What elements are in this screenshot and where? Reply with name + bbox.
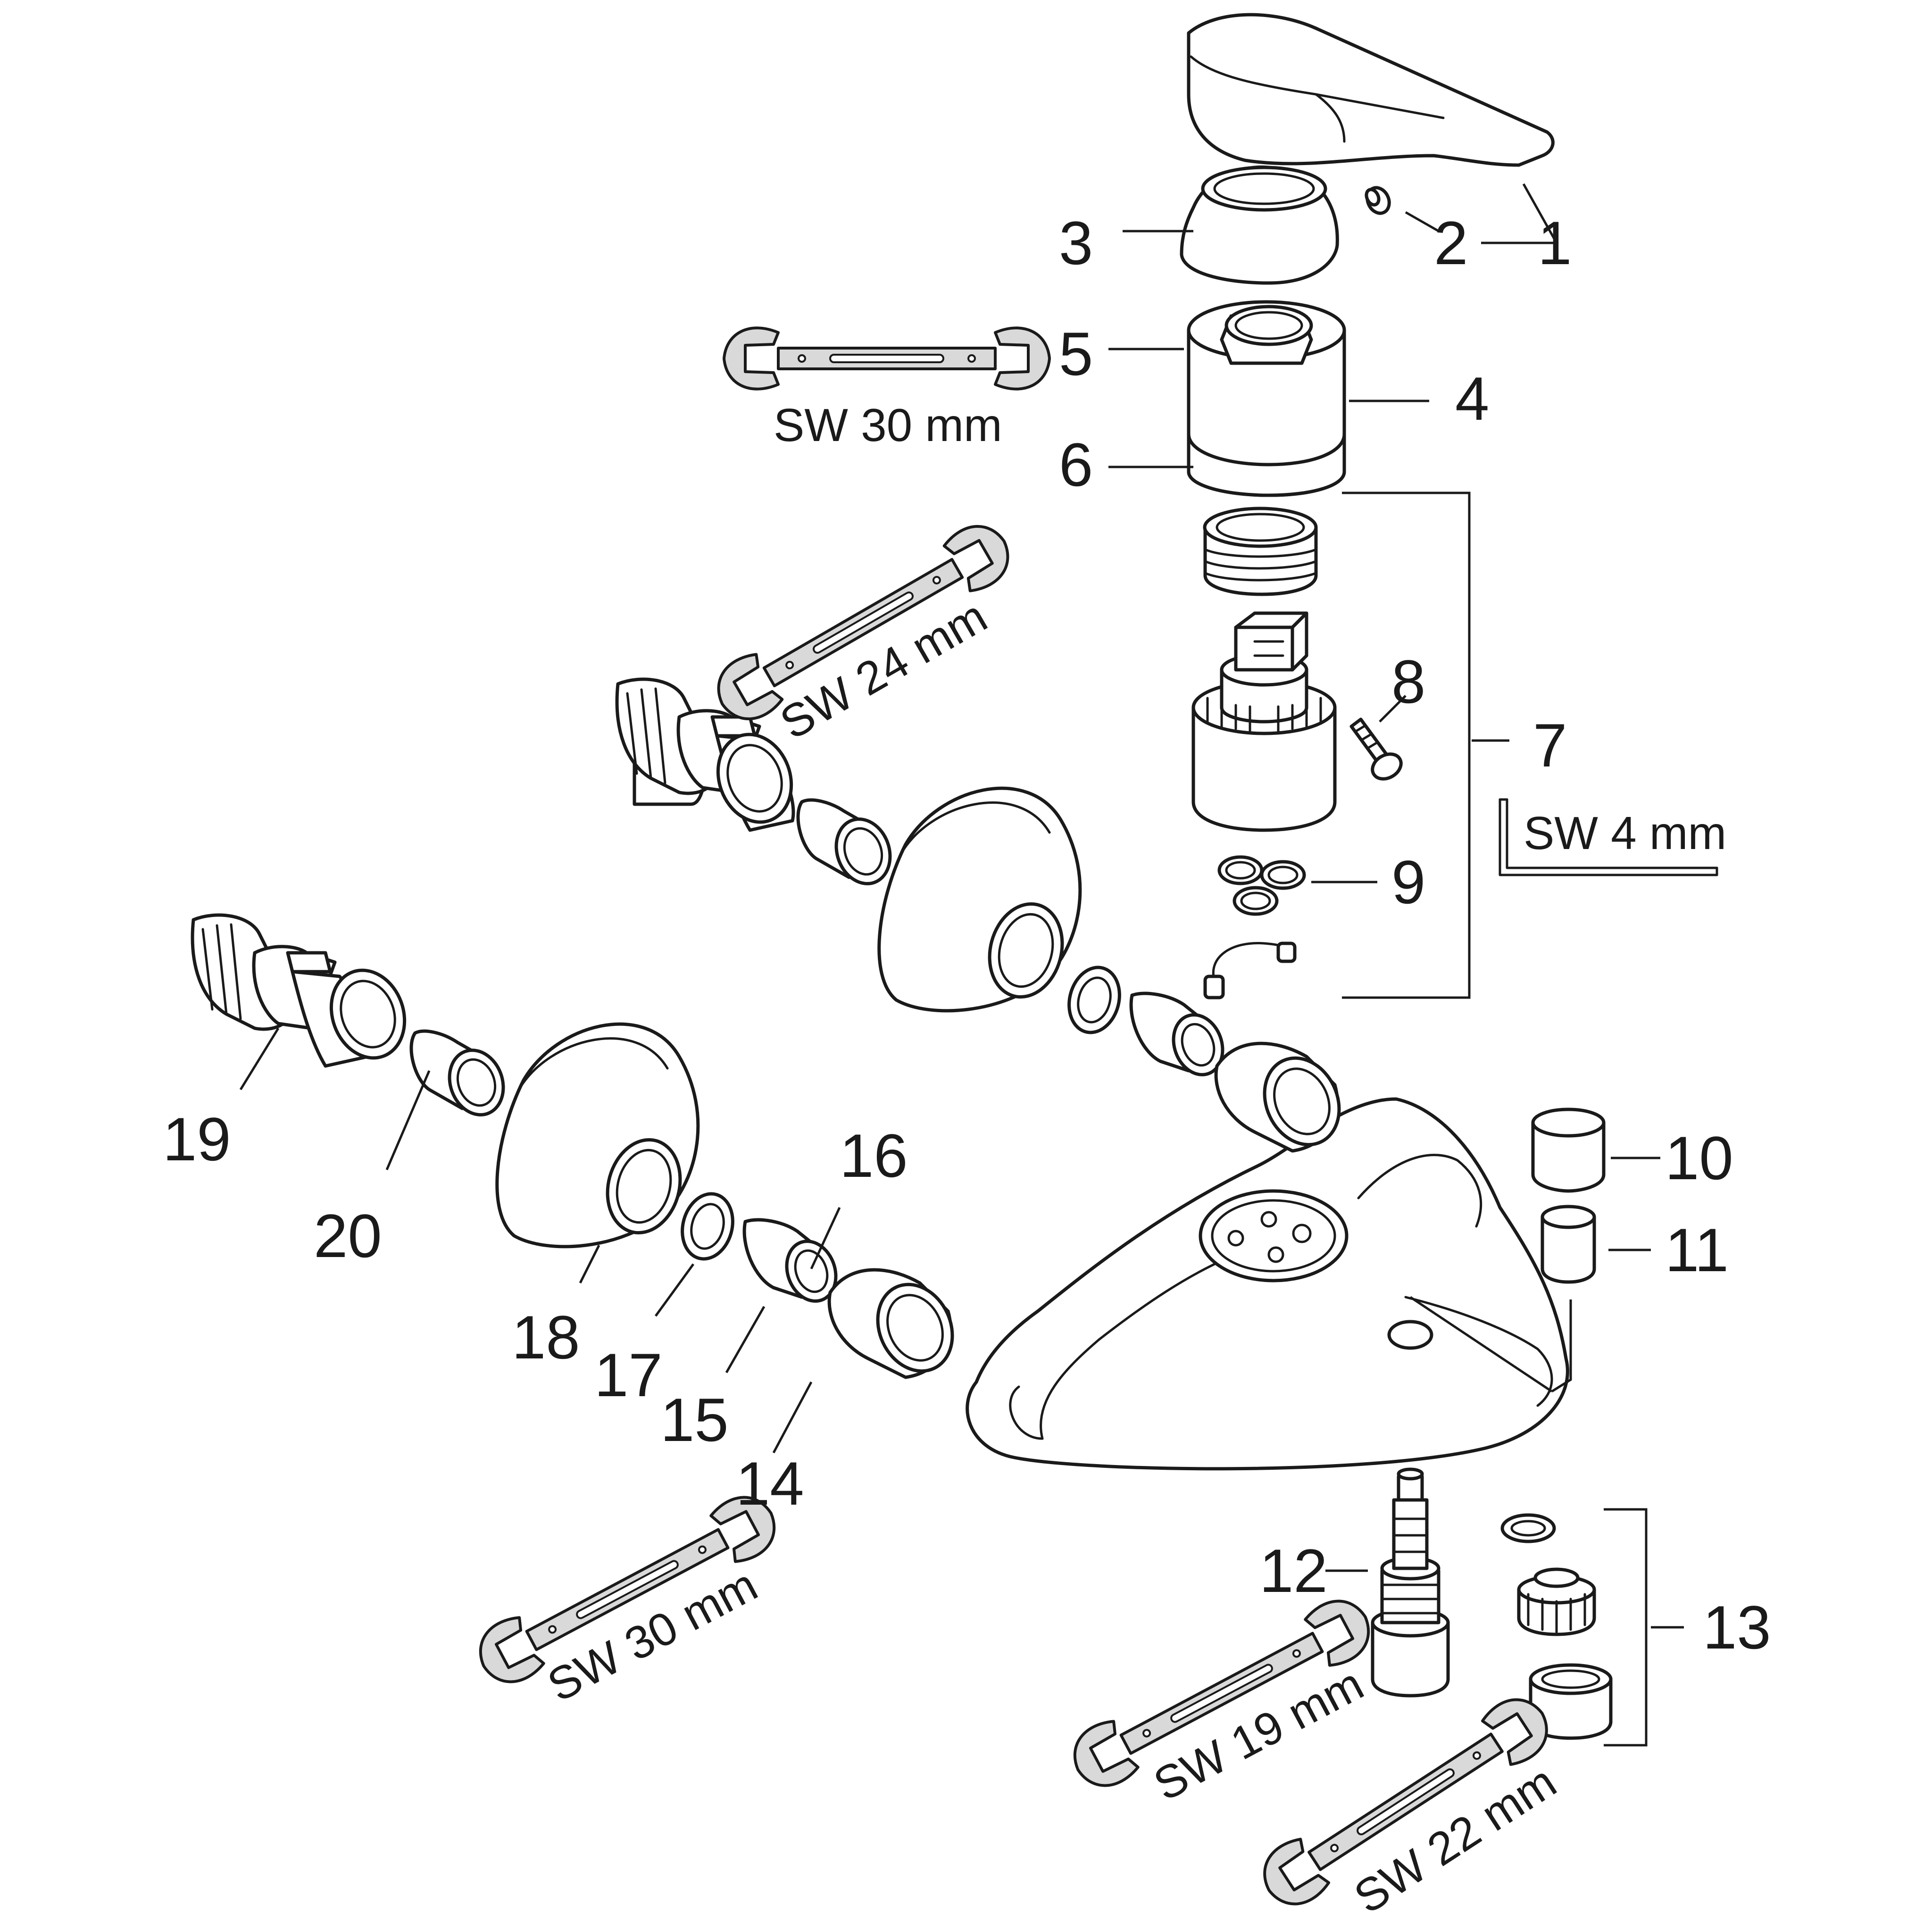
- grub-screw: [1365, 186, 1391, 215]
- mixing-cartridge: [1191, 611, 1337, 832]
- leader-8: [1379, 695, 1407, 723]
- leader-19: [239, 1027, 280, 1091]
- union-nut-right: [1214, 1041, 1341, 1153]
- open-end-wrench-icon: [724, 328, 1049, 389]
- aerator-set: [1500, 1513, 1613, 1740]
- cover-cap: [1180, 165, 1339, 285]
- mixer-body: [966, 1097, 1572, 1471]
- callout-10: 10: [1665, 1124, 1733, 1192]
- check-valve-right: [1129, 991, 1224, 1076]
- eccentric-connector-left: [191, 913, 407, 1068]
- fixing-screw: [1349, 717, 1403, 781]
- leader-18: [579, 1244, 600, 1284]
- callout-7: 7: [1533, 711, 1567, 780]
- callout-4: 4: [1455, 364, 1489, 433]
- union-nut-left: [827, 1268, 954, 1379]
- washer-right: [1067, 966, 1121, 1034]
- callout-18: 18: [512, 1303, 580, 1372]
- leader-17: [654, 1263, 695, 1317]
- callout-6: 6: [1059, 430, 1093, 499]
- leader-20: [385, 1070, 431, 1170]
- callout-11: 11: [1665, 1216, 1729, 1284]
- cartridge-nut-assembly: [1187, 300, 1346, 497]
- leader-2: [1405, 211, 1440, 233]
- callout-17: 17: [594, 1341, 663, 1409]
- retaining-clip: [1203, 941, 1297, 999]
- callout-16: 16: [840, 1121, 908, 1190]
- diverter-spindle: [1371, 1467, 1450, 1698]
- callout-19: 19: [163, 1105, 231, 1174]
- tool-label-sw30-top: SW 30 mm: [774, 399, 1002, 451]
- leader-15: [725, 1306, 766, 1374]
- cover-cap-small: [1541, 1205, 1596, 1284]
- callout-9: 9: [1391, 848, 1425, 916]
- lever-handle: [1187, 13, 1555, 167]
- tool-label-sw4: SW 4 mm: [1524, 807, 1726, 859]
- leader-1: [1481, 183, 1559, 244]
- leader-14: [772, 1381, 813, 1454]
- check-valve-left: [742, 1218, 838, 1303]
- callout-2: 2: [1434, 208, 1468, 277]
- callout-14: 14: [736, 1449, 804, 1518]
- wall-rosette-left: [495, 1022, 700, 1249]
- callout-1: 1: [1538, 208, 1572, 277]
- callout-5: 5: [1059, 319, 1093, 388]
- eccentric-connector-right: [615, 677, 795, 832]
- callout-15: 15: [660, 1385, 729, 1454]
- cover-cap-large: [1531, 1108, 1606, 1193]
- callout-13: 13: [1703, 1593, 1771, 1662]
- wall-rosette-right: [877, 786, 1082, 1013]
- threaded-ring: [1203, 507, 1318, 596]
- hex-key-icon: [1499, 798, 1718, 876]
- callout-12: 12: [1259, 1536, 1328, 1605]
- washer-left: [681, 1192, 734, 1261]
- callout-20: 20: [314, 1201, 382, 1270]
- callout-8: 8: [1391, 647, 1425, 716]
- spacer-left: [409, 1029, 505, 1116]
- spacer-right: [796, 798, 892, 885]
- o-ring-set: [1217, 855, 1306, 916]
- leader-16: [810, 1207, 841, 1270]
- callout-3: 3: [1059, 208, 1093, 277]
